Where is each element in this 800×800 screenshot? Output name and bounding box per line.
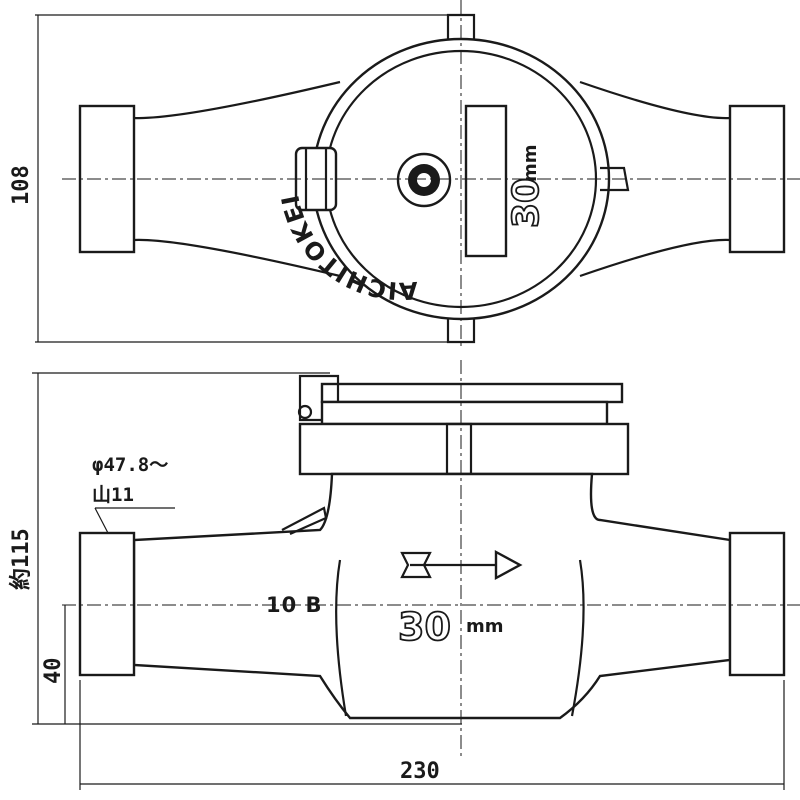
side-view: 30 mm 10 B φ47.8～ 山11 約115 40 230 <box>8 360 800 790</box>
dim-115-label: 約115 <box>8 528 34 590</box>
size-top-unit: mm <box>520 144 541 182</box>
right-flange-side <box>728 531 786 677</box>
thread-leader <box>94 507 175 534</box>
bottom-lug <box>446 312 476 344</box>
thread-count-label: 山11 <box>92 484 134 506</box>
cover-lid <box>320 382 624 404</box>
hinge-screw-icon <box>297 404 313 420</box>
right-taper-top <box>579 80 731 278</box>
top-view: AICHITOKEI 30 mm 108 <box>9 0 800 350</box>
body-contour-right <box>570 559 585 717</box>
left-taper-top <box>133 80 341 278</box>
meter-body-side <box>132 472 732 720</box>
hinge-brace <box>281 506 328 536</box>
left-flange-side <box>78 531 136 677</box>
display-window <box>464 104 508 258</box>
size-side-unit: mm <box>466 616 504 637</box>
dim-108-label: 108 <box>9 165 34 205</box>
register-ring-side <box>298 422 630 476</box>
body-contour-left <box>335 559 348 717</box>
logo-center <box>417 173 431 187</box>
size-top-number: 30 <box>506 178 547 228</box>
dim-230-label: 230 <box>400 759 440 784</box>
size-side-number: 30 <box>398 605 451 649</box>
cover-band <box>320 400 609 426</box>
dim-40-label: 40 <box>41 658 66 685</box>
thread-dia-label: φ47.8～ <box>92 454 168 476</box>
top-lug <box>446 13 476 46</box>
flow-arrow-icon <box>400 549 523 581</box>
